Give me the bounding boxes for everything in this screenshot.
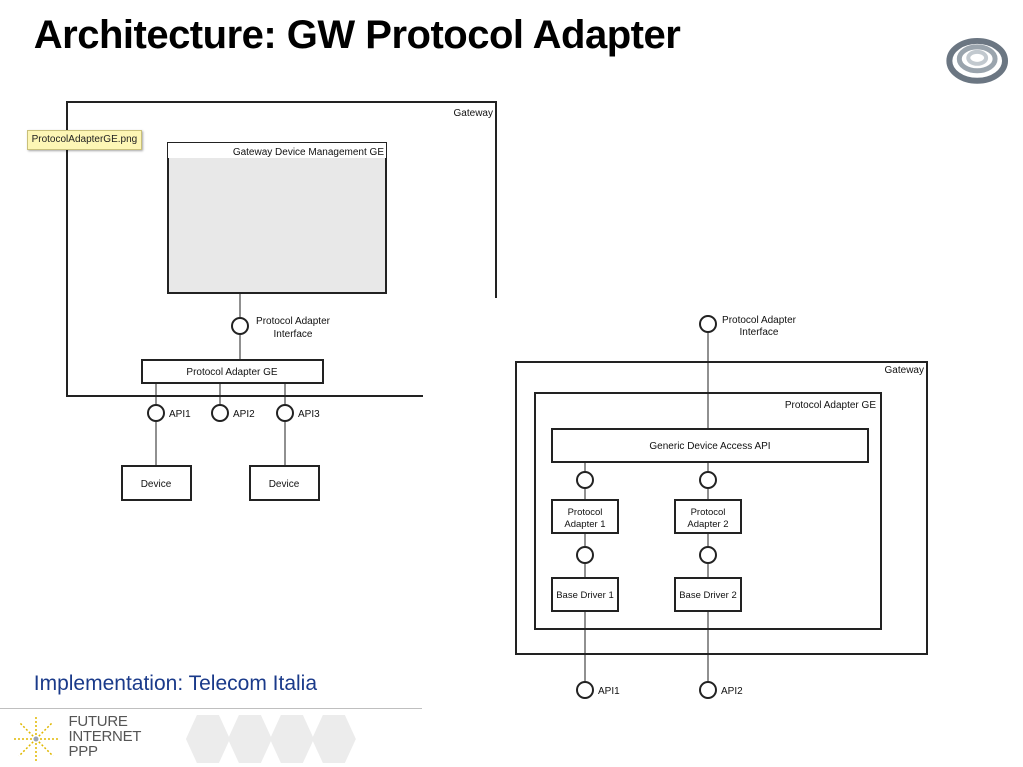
- management-box: [167, 142, 387, 294]
- api-label: API2: [233, 409, 255, 420]
- driver-circle: [699, 546, 717, 564]
- interface-label: Interface: [274, 329, 313, 340]
- interface-circle: [699, 315, 717, 333]
- api2-circle: [211, 404, 229, 422]
- api-label: API1: [598, 686, 620, 697]
- gateway-label: Gateway: [885, 365, 924, 376]
- device-box: [121, 465, 192, 501]
- interface-label: Protocol Adapter: [722, 315, 797, 326]
- implementation-note: Implementation: Telecom Italia: [33, 671, 318, 695]
- footer-divider: [0, 707, 423, 709]
- api1-circle: [147, 404, 165, 422]
- fi-ware-swirl-icon: [946, 37, 1009, 84]
- protocol-adapter-label: Protocol Adapter GE: [186, 367, 277, 378]
- device-label: Device: [269, 479, 300, 490]
- adapter-label: Adapter 2: [687, 519, 728, 530]
- adapter-label: Protocol: [691, 507, 726, 518]
- driver-label: Base Driver 2: [679, 590, 737, 601]
- management-header: [168, 143, 386, 158]
- interface-label: Interface: [740, 327, 779, 338]
- adapter-label: Adapter 1: [564, 519, 605, 530]
- interface-label: Protocol Adapter: [256, 316, 331, 327]
- brand-line: FUTURE: [68, 713, 128, 731]
- api-label: API3: [298, 409, 320, 420]
- driver-circle: [576, 546, 594, 564]
- slide-title: Architecture: GW Protocol Adapter: [33, 13, 681, 58]
- driver-label: Base Driver 1: [556, 590, 614, 601]
- right-diagram: [515, 315, 928, 699]
- left-diagram: [66, 101, 497, 501]
- management-label: Gateway Device Management GE: [233, 147, 385, 158]
- adapter-label: Protocol: [568, 507, 603, 518]
- protocol-adapter-box: [141, 359, 324, 384]
- device-label: Device: [141, 479, 172, 490]
- interface-circle: [231, 317, 249, 335]
- gateway-boundary: [66, 101, 497, 397]
- api-label: API2: [721, 686, 743, 697]
- api-label: API1: [169, 409, 191, 420]
- adapter-circle: [699, 471, 717, 489]
- hexagon-pattern-icon: [186, 715, 357, 763]
- generic-api-label: Generic Device Access API: [649, 441, 770, 452]
- filename-tooltip: ProtocolAdapterGE.png: [26, 130, 143, 151]
- gateway-label: Gateway: [454, 108, 493, 119]
- adapter-circle: [576, 471, 594, 489]
- api3-circle: [276, 404, 294, 422]
- protocol-adapter-ge-label: Protocol Adapter GE: [785, 400, 876, 411]
- generic-api-box: [551, 428, 869, 463]
- brand-line: INTERNET: [68, 728, 142, 746]
- brand-line: PPP: [68, 743, 98, 761]
- api1-circle: [576, 681, 594, 699]
- future-internet-wordmark: FUTURE INTERNET PPP: [69, 714, 142, 759]
- future-internet-logo: [12, 715, 357, 763]
- device-box: [249, 465, 320, 501]
- gateway-box: [515, 361, 928, 655]
- api2-circle: [699, 681, 717, 699]
